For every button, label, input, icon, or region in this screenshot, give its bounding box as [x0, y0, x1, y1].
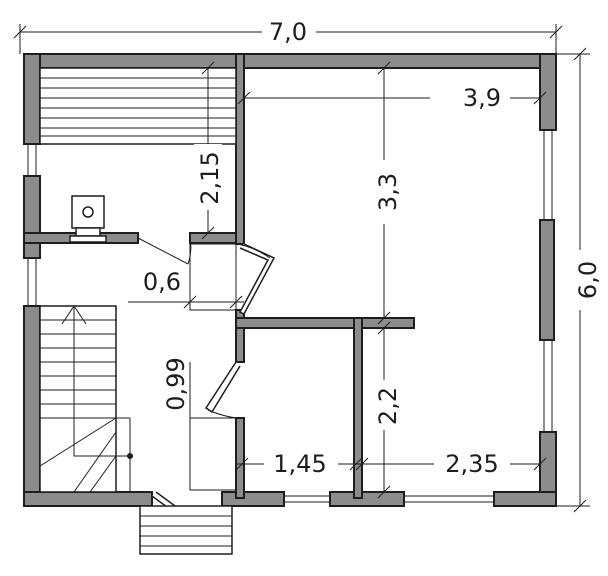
label-total-depth: 6,0: [574, 261, 602, 299]
windows: [27, 130, 553, 503]
label-sauna-depth: 2,15: [196, 151, 224, 204]
walls: [23, 53, 557, 507]
outer-wall-left-upper: [23, 53, 41, 145]
outer-wall-top: [23, 53, 557, 69]
partition-main-vertical-lower: [235, 309, 245, 363]
label-total-width: 7,0: [269, 18, 307, 46]
partition-main-vertical-bottom: [235, 417, 245, 499]
outer-wall-bottom-left: [23, 491, 153, 507]
outer-wall-left-pier: [23, 175, 41, 259]
partition-middle-horizontal: [235, 317, 415, 329]
outer-wall-bottom-right: [493, 491, 557, 507]
dimension-labels: 7,0 6,0 3,9 3,3 2,15 0,6 0,99 1,45 2,35 …: [138, 18, 602, 478]
label-lower-room-depth: 2,2: [374, 387, 402, 425]
outer-wall-bottom-mid: [221, 491, 285, 507]
label-room-width-right: 3,9: [463, 84, 501, 112]
partition-small-room-vertical: [353, 317, 363, 499]
stairs: [39, 305, 133, 493]
label-small-room-width: 1,45: [273, 450, 326, 478]
outer-wall-right-pier: [539, 219, 555, 341]
label-corridor-width: 0,6: [143, 268, 181, 296]
label-terrace-width: 2,35: [445, 450, 498, 478]
outer-wall-left-lower: [23, 305, 41, 507]
label-room-depth-right: 3,3: [374, 173, 402, 211]
outer-wall-right-upper: [539, 53, 557, 131]
sauna-bench: [39, 67, 237, 145]
outer-wall-bottom-center: [329, 491, 405, 507]
partition-main-vertical-upper: [235, 53, 245, 245]
stove-icon: [69, 195, 107, 243]
entrance-steps: [139, 505, 233, 555]
label-stair-width: 0,99: [162, 357, 190, 410]
